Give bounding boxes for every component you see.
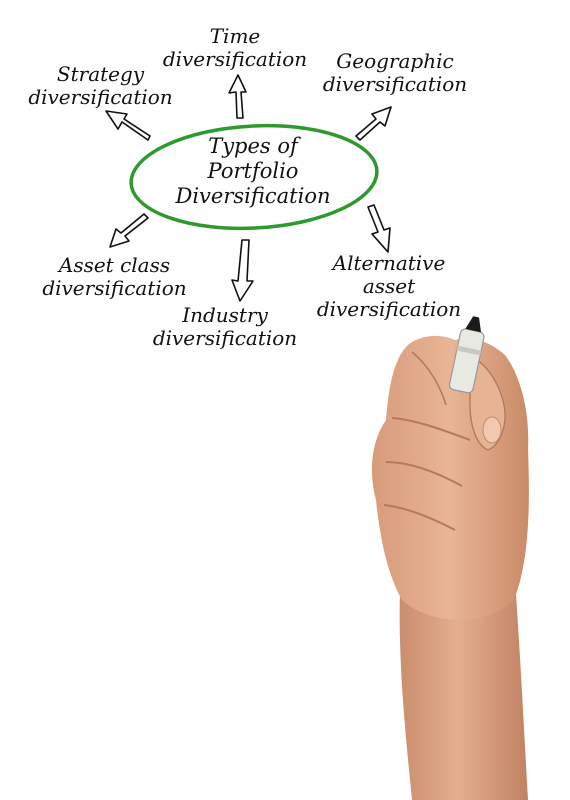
center-line-2: Portfolio — [207, 159, 299, 183]
arrow-to-geographic — [355, 106, 392, 141]
arrow-to-industry — [231, 239, 254, 302]
node-strategy-line-2: diversification — [28, 85, 173, 109]
node-time-line-2: diversification — [162, 47, 308, 71]
node-alternative: Alternative asset diversification — [308, 252, 470, 321]
center-label: Types of Portfolio Diversification — [158, 134, 348, 209]
node-alternative-line-3: diversification — [316, 297, 462, 321]
arrow-to-alternative — [367, 204, 391, 253]
marker-pen — [448, 316, 485, 394]
node-strategy: Strategy diversification — [18, 63, 183, 109]
node-geographic-line-2: diversification — [322, 72, 468, 96]
node-asset-class-line-1: Asset class — [58, 253, 171, 277]
hand-illustration — [371, 316, 529, 800]
center-line-3: Diversification — [175, 184, 331, 208]
node-geographic-line-1: Geographic — [336, 49, 454, 73]
arrow-to-asset-class — [109, 213, 149, 248]
arrow-to-time — [228, 74, 247, 119]
center-line-1: Types of — [208, 134, 298, 158]
node-industry-line-1: Industry — [182, 303, 268, 327]
node-time-line-1: Time — [209, 24, 261, 48]
node-industry-line-2: diversification — [152, 326, 298, 350]
node-asset-class: Asset class diversification — [32, 254, 197, 300]
node-industry: Industry diversification — [140, 304, 310, 350]
node-strategy-line-1: Strategy — [56, 62, 145, 86]
node-alternative-line-1: Alternative — [332, 251, 446, 275]
arrow-to-strategy — [105, 110, 151, 141]
node-geographic: Geographic diversification — [310, 50, 480, 96]
center-ellipse — [129, 123, 379, 231]
node-alternative-line-2: asset — [362, 274, 416, 298]
node-asset-class-line-2: diversification — [42, 276, 187, 300]
node-time: Time diversification — [150, 25, 320, 71]
forearm — [399, 580, 528, 800]
